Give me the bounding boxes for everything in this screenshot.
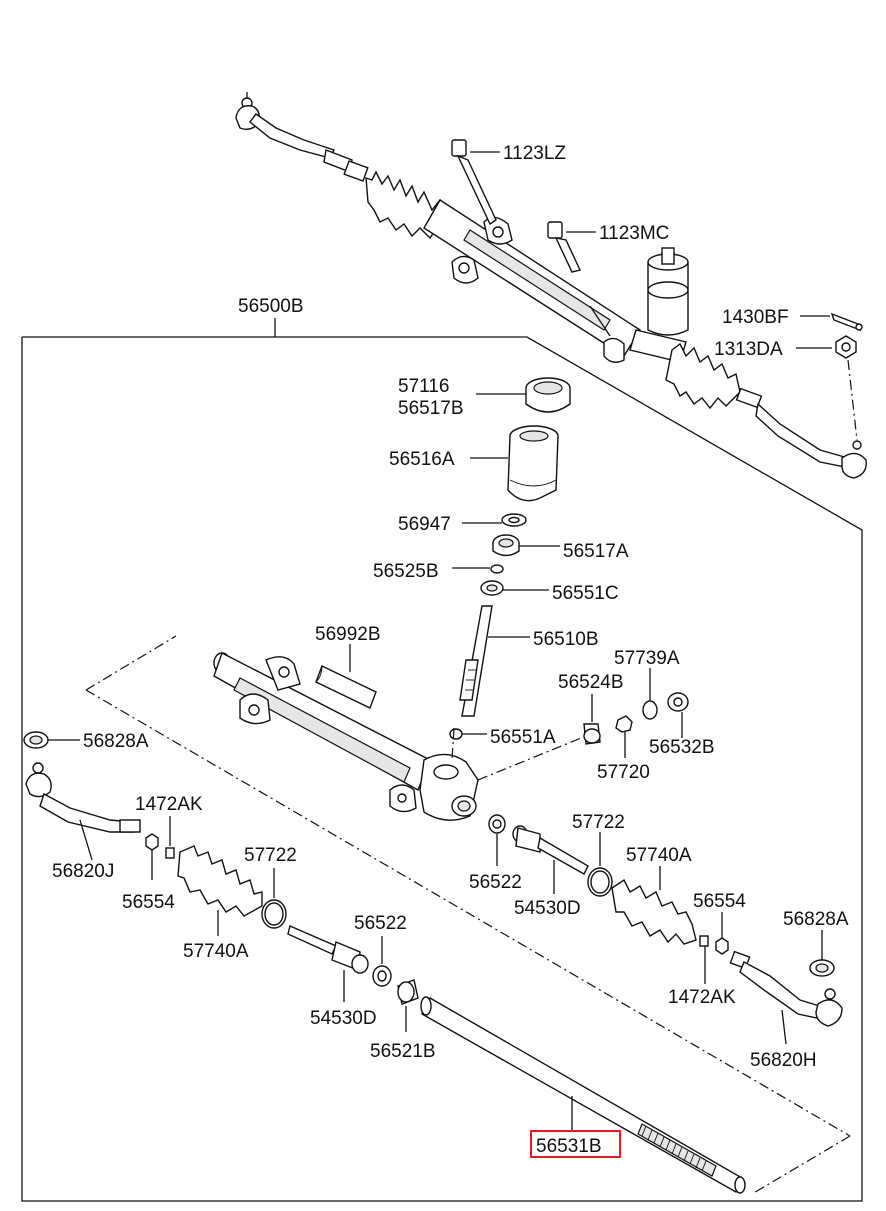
rack-housing [85, 635, 851, 1137]
label-1123LZ: 1123LZ [503, 143, 566, 164]
label-56510B: 56510B [533, 629, 599, 650]
label-56828A-right: 56828A [783, 909, 849, 930]
left-side-parts [23, 731, 419, 1032]
label-56524B: 56524B [558, 672, 624, 693]
label-56820J: 56820J [52, 861, 114, 882]
highlight-box-56531B [530, 1130, 621, 1158]
label-56500B: 56500B [238, 296, 304, 317]
label-56992B: 56992B [315, 624, 381, 645]
label-56517B: 56517B [398, 398, 464, 419]
right-side-parts [488, 814, 843, 1045]
bolt-1123LZ [451, 139, 497, 226]
steering-gear-assembly [235, 92, 867, 479]
label-56521B: 56521B [370, 1041, 436, 1062]
label-56525B: 56525B [373, 561, 439, 582]
label-56828A-left: 56828A [83, 731, 149, 752]
label-54530D-left: 54530D [310, 1008, 377, 1029]
label-1123MC: 1123MC [599, 223, 669, 244]
label-1472AK-right: 1472AK [668, 987, 736, 1008]
label-56522-left: 56522 [354, 913, 407, 934]
valve-components [449, 377, 571, 740]
label-1313DA: 1313DA [714, 339, 783, 360]
rack-bar-56531B [420, 996, 851, 1195]
label-56531B[interactable]: 56531B [536, 1136, 602, 1157]
label-57116: 57116 [398, 376, 449, 397]
label-56551A: 56551A [490, 727, 556, 748]
bolt-1123MC [547, 221, 581, 273]
label-57720: 57720 [597, 762, 650, 783]
label-56522-right: 56522 [469, 872, 522, 893]
label-54530D-right: 54530D [514, 898, 581, 919]
label-56554-left: 56554 [122, 892, 175, 913]
label-56516A: 56516A [389, 449, 455, 470]
label-56517A: 56517A [563, 541, 629, 562]
cotter-pin-1430BF [830, 312, 863, 332]
label-57740A-left: 57740A [183, 941, 249, 962]
nut-1313DA [835, 335, 857, 359]
label-56532B: 56532B [649, 737, 715, 758]
label-56551C: 56551C [552, 583, 619, 604]
label-57722-left: 57722 [244, 845, 297, 866]
label-57740A-right: 57740A [626, 845, 692, 866]
label-1430BF: 1430BF [722, 307, 789, 328]
label-56554-right: 56554 [693, 891, 746, 912]
label-57739A: 57739A [614, 648, 680, 669]
assembly-frame-56500B [21, 318, 863, 1202]
label-1472AK-left: 1472AK [135, 794, 203, 815]
label-56820H: 56820H [750, 1050, 817, 1071]
label-56947: 56947 [398, 514, 451, 535]
label-57722-right: 57722 [572, 812, 625, 833]
adjuster-components [583, 668, 689, 758]
